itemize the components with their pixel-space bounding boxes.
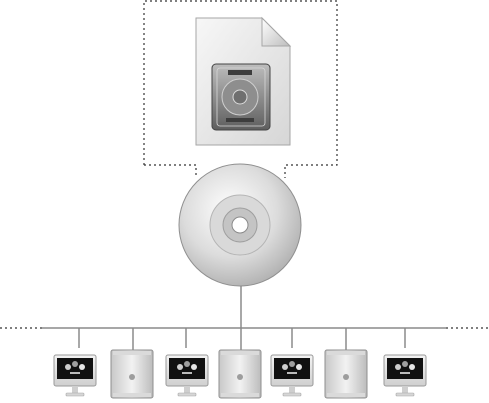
imac-icon [53,354,97,397]
mac-pro-tower-icon [218,349,262,399]
hard-drive-icon [211,63,271,131]
imac-icon [270,354,314,397]
mac-pro-tower-icon [324,349,368,399]
imac-icon [383,354,427,397]
mac-pro-tower-icon [110,349,154,399]
optical-disc-icon [178,163,302,287]
disk-image-document-icon [195,16,292,146]
source-frame-dotted-outline [143,0,338,178]
imac-icon [165,354,209,397]
